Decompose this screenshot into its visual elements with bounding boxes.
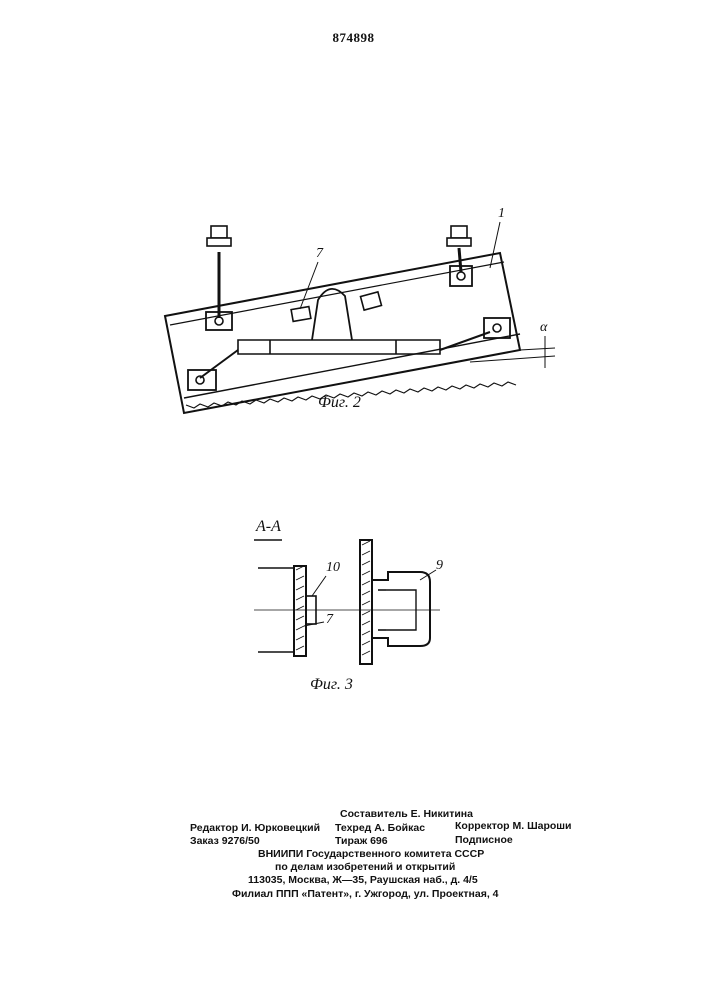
imprint-compiler: Составитель Е. Никитина [340, 808, 473, 820]
imprint-corrector: Корректор М. Шароши [455, 820, 572, 832]
caption-fig-3: Фиг. 3 [310, 676, 353, 694]
cup-9 [372, 572, 430, 646]
callout-7-fig3: 7 [326, 612, 333, 628]
imprint-editor: Редактор И. Юрковецкий [190, 822, 320, 834]
imprint-org-line1: ВНИИПИ Государственного комитета СССР [258, 848, 484, 860]
plate-right [360, 540, 372, 664]
imprint-circulation: Тираж 696 [335, 835, 388, 847]
imprint-org-line2: по делам изобретений и открытий [275, 861, 455, 873]
imprint-subscription: Подписное [455, 834, 513, 846]
imprint-address: 113035, Москва, Ж—35, Раушская наб., д. … [248, 874, 478, 886]
imprint-techred: Техред А. Бойкас [335, 822, 425, 834]
section-label-a-a: А-А [256, 518, 281, 536]
plate-left [294, 566, 306, 656]
callout-9: 9 [436, 558, 443, 574]
imprint-branch: Филиал ППП «Патент», г. Ужгород, ул. Про… [232, 888, 499, 900]
callout-10: 10 [326, 560, 340, 576]
imprint-order: Заказ 9276/50 [190, 835, 260, 847]
